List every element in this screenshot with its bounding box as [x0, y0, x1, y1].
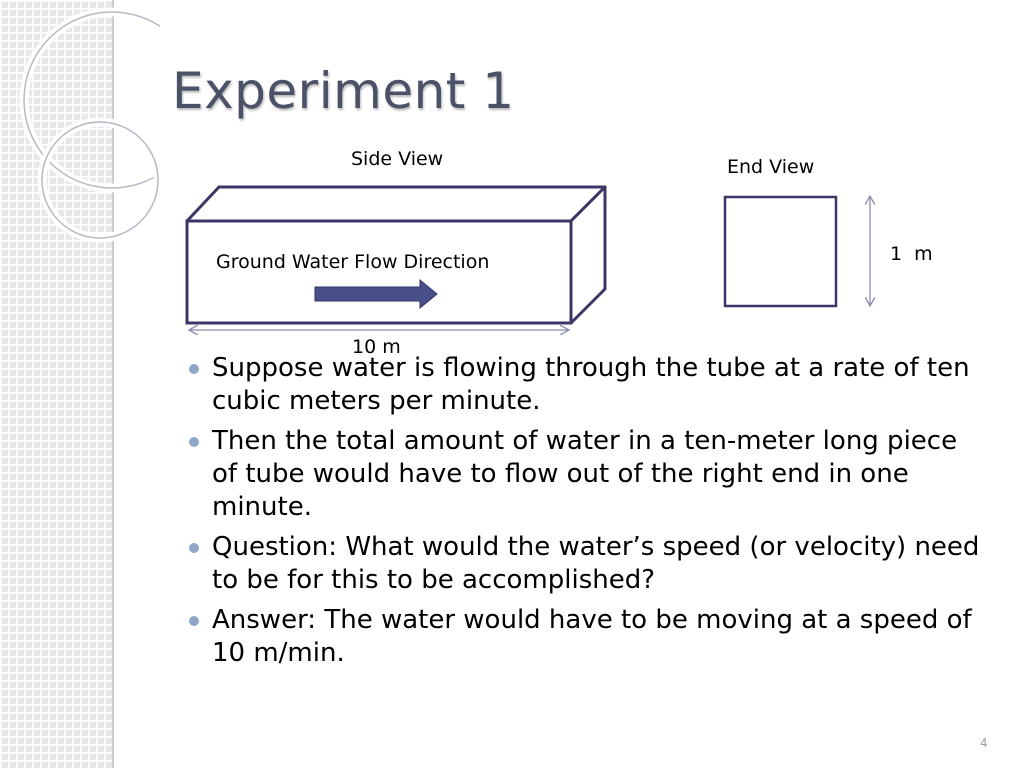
bullet-item: Then the total amount of water in a ten-… — [188, 425, 988, 524]
bullet-item: Answer: The water would have to be movin… — [188, 604, 988, 670]
bullet-dot-icon — [189, 364, 199, 374]
side-view-label: Side View — [351, 148, 443, 170]
bullet-item: Question: What would the water’s speed (… — [188, 531, 988, 597]
decorative-rings — [19, 7, 160, 243]
decorative-ring-small-shadow — [41, 121, 159, 239]
bullet-dot-icon — [189, 437, 199, 447]
bullet-dot-icon — [189, 616, 199, 626]
end-view-square — [723, 195, 838, 308]
side-view-box — [185, 185, 607, 325]
height-label: 1 m — [890, 243, 933, 265]
bullet-text: Question: What would the water’s speed (… — [212, 532, 980, 595]
page-number: 4 — [980, 736, 988, 750]
bullet-dot-icon — [189, 543, 199, 553]
side-panel-pattern — [0, 0, 112, 768]
bullet-item: Suppose water is flowing through the tub… — [188, 352, 988, 418]
bullet-text: Then the total amount of water in a ten-… — [212, 426, 958, 522]
side-view-top-face — [185, 185, 607, 223]
bullet-text: Suppose water is flowing through the tub… — [212, 353, 970, 416]
flow-arrow-icon — [314, 278, 438, 310]
flow-direction-label: Ground Water Flow Direction — [216, 251, 489, 273]
decorative-ring-large-shadow — [23, 11, 160, 189]
length-label: 10 m — [352, 336, 401, 358]
bullet-list: Suppose water is flowing through the tub… — [188, 352, 988, 677]
end-view-label: End View — [727, 156, 814, 178]
slide-title: Experiment 1 — [172, 62, 515, 120]
side-view-front-face — [185, 219, 573, 325]
side-panel-edge — [112, 0, 114, 768]
bullet-text: Answer: The water would have to be movin… — [212, 605, 972, 668]
